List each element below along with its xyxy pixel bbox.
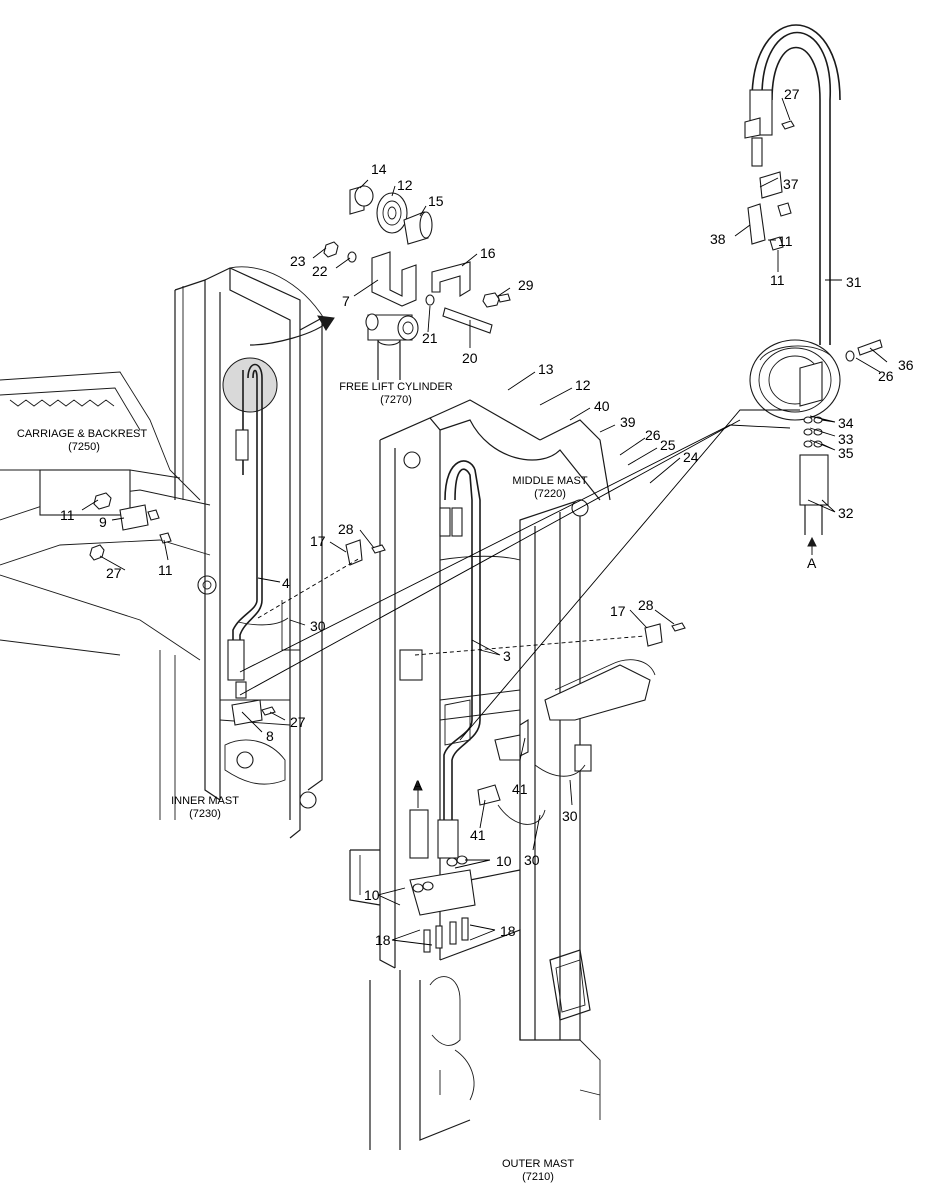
cable-lines	[239, 409, 800, 741]
leader-lines	[81, 97, 888, 946]
free-lift-sheave-assembly	[323, 185, 511, 334]
inner-mast-label: INNER MAST	[171, 795, 239, 807]
callout: 40	[594, 398, 610, 414]
callout: 26	[645, 427, 661, 443]
free-lift-cylinder	[365, 313, 419, 380]
callout: 17	[310, 533, 326, 549]
callout: 20	[462, 350, 478, 366]
carriage-label: CARRIAGE & BACKREST	[17, 428, 147, 440]
callout: 36	[898, 357, 914, 373]
callout: 27	[290, 714, 306, 730]
callout: 9	[99, 514, 107, 530]
callout: 12	[397, 177, 413, 193]
callout-numbers: 14 12 15 23 22 16 29 7 21 20 13 12 40 39…	[60, 86, 914, 948]
callout: 28	[338, 521, 354, 537]
callout: 35	[838, 445, 854, 461]
callout: 16	[480, 245, 496, 261]
connection-mark: A	[807, 555, 817, 571]
callout: 27	[106, 565, 122, 581]
callout: 18	[375, 932, 391, 948]
clamps-and-wires	[231, 539, 686, 825]
callout: 11	[60, 507, 75, 523]
outer-mast	[349, 849, 601, 1150]
callout: 8	[266, 728, 274, 744]
callout: 22	[312, 263, 328, 279]
inner-mast	[174, 266, 335, 839]
callout: 41	[512, 781, 528, 797]
middle-mast	[379, 399, 656, 1041]
hose-4	[227, 363, 263, 699]
middle-mast-code: (7220)	[534, 488, 566, 500]
callout: 13	[538, 361, 554, 377]
callout: 10	[364, 887, 380, 903]
callout: 30	[310, 618, 326, 634]
free-lift-label: FREE LIFT CYLINDER	[339, 381, 453, 393]
callout: 32	[838, 505, 854, 521]
callout: 37	[783, 176, 799, 192]
callout: 31	[846, 274, 862, 290]
callout: 34	[838, 415, 854, 431]
callout: 4	[282, 575, 290, 591]
callout: 29	[518, 277, 534, 293]
callout: 14	[371, 161, 387, 177]
bottom-fittings	[409, 809, 476, 953]
callout: 30	[562, 808, 578, 824]
inner-mast-code: (7230)	[189, 808, 221, 820]
callout: 17	[610, 603, 626, 619]
callout: 25	[660, 437, 676, 453]
callout: 33	[838, 431, 854, 447]
upper-sheave-assembly	[744, 24, 883, 535]
middle-mast-label: MIDDLE MAST	[512, 475, 587, 487]
callout: 18	[500, 923, 516, 939]
free-lift-code: (7270)	[380, 394, 412, 406]
callout: 11	[778, 233, 793, 249]
callout: 39	[620, 414, 636, 430]
callout: 23	[290, 253, 306, 269]
callout: 28	[638, 597, 654, 613]
callout: 41	[470, 827, 486, 843]
callout: 3	[503, 648, 511, 664]
hose-3	[437, 460, 481, 859]
assembly-labels: CARRIAGE & BACKREST (7250) INNER MAST (7…	[17, 381, 588, 1183]
callout: 21	[422, 330, 438, 346]
carriage-code: (7250)	[68, 441, 100, 453]
callout: 38	[710, 231, 726, 247]
connection-mark: A	[413, 777, 423, 793]
callout: 27	[784, 86, 800, 102]
outer-mast-code: (7210)	[522, 1171, 554, 1183]
callout: 11	[158, 562, 173, 578]
callout: 30	[524, 852, 540, 868]
callout: 10	[496, 853, 512, 869]
outer-mast-label: OUTER MAST	[502, 1158, 574, 1170]
callout: 12	[575, 377, 591, 393]
callout: 7	[342, 293, 350, 309]
callout: 24	[683, 449, 699, 465]
carriage-backrest	[0, 371, 217, 820]
callout: 15	[428, 193, 444, 209]
callout: 11	[770, 272, 785, 288]
callout: 26	[878, 368, 894, 384]
